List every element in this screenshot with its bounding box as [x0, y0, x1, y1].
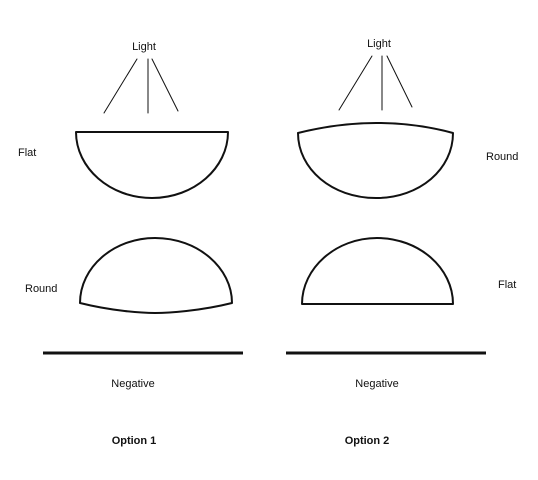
- option-1-lower-lens: [79, 237, 233, 314]
- option-1-light-label: Light: [132, 41, 156, 53]
- option-2-light-ray-left: [338, 55, 373, 111]
- option-2-lower-lens: [301, 237, 454, 305]
- option-1-upper-lens: [75, 131, 229, 199]
- option-1-group: Light Flat Round Negative Option 1: [18, 41, 243, 447]
- option-2-light-label: Light: [367, 38, 391, 50]
- option-1-light-ray-right: [151, 58, 179, 112]
- option-1-lower-lens-label: Round: [25, 283, 57, 295]
- option-1-light-rays: [103, 58, 179, 114]
- option-1-light-ray-left: [103, 58, 138, 114]
- option-1-caption: Option 1: [112, 435, 157, 447]
- option-2-negative-label: Negative: [355, 378, 398, 390]
- option-2-caption: Option 2: [345, 435, 390, 447]
- option-2-upper-lens: [297, 122, 454, 199]
- option-2-light-rays: [338, 55, 413, 111]
- option-1-negative-label: Negative: [111, 378, 154, 390]
- option-1-upper-lens-label: Flat: [18, 147, 36, 159]
- option-2-upper-lens-label: Round: [486, 151, 518, 163]
- option-2-group: Light Round Flat Negative Option 2: [286, 38, 518, 447]
- option-2-light-ray-right: [386, 55, 413, 108]
- option-2-lower-lens-label: Flat: [498, 279, 516, 291]
